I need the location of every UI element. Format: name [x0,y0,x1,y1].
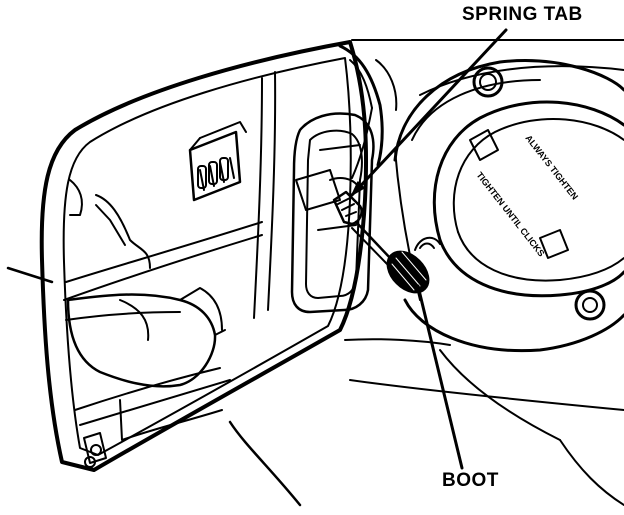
leader-lines [350,28,508,470]
fuel-door [39,40,369,472]
filler-recess [393,59,624,353]
fuel-cap [432,100,624,298]
door-handle [66,287,226,388]
boot-label: BOOT [442,470,499,491]
cap-text-line2: ALWAYS TIGHTEN [523,133,580,202]
cap-text-line1: TIGHTEN UNTIL CLICKS [474,170,546,258]
bolt-right [574,289,606,321]
rubber-boot [386,250,430,294]
latch-rod [351,220,394,266]
louver-block [188,121,247,202]
clip-left [414,236,441,251]
bolt-top [472,66,504,98]
spring-tab-label: SPRING TAB [462,4,583,25]
latch-assembly [290,112,375,314]
spring-tab [332,190,363,226]
